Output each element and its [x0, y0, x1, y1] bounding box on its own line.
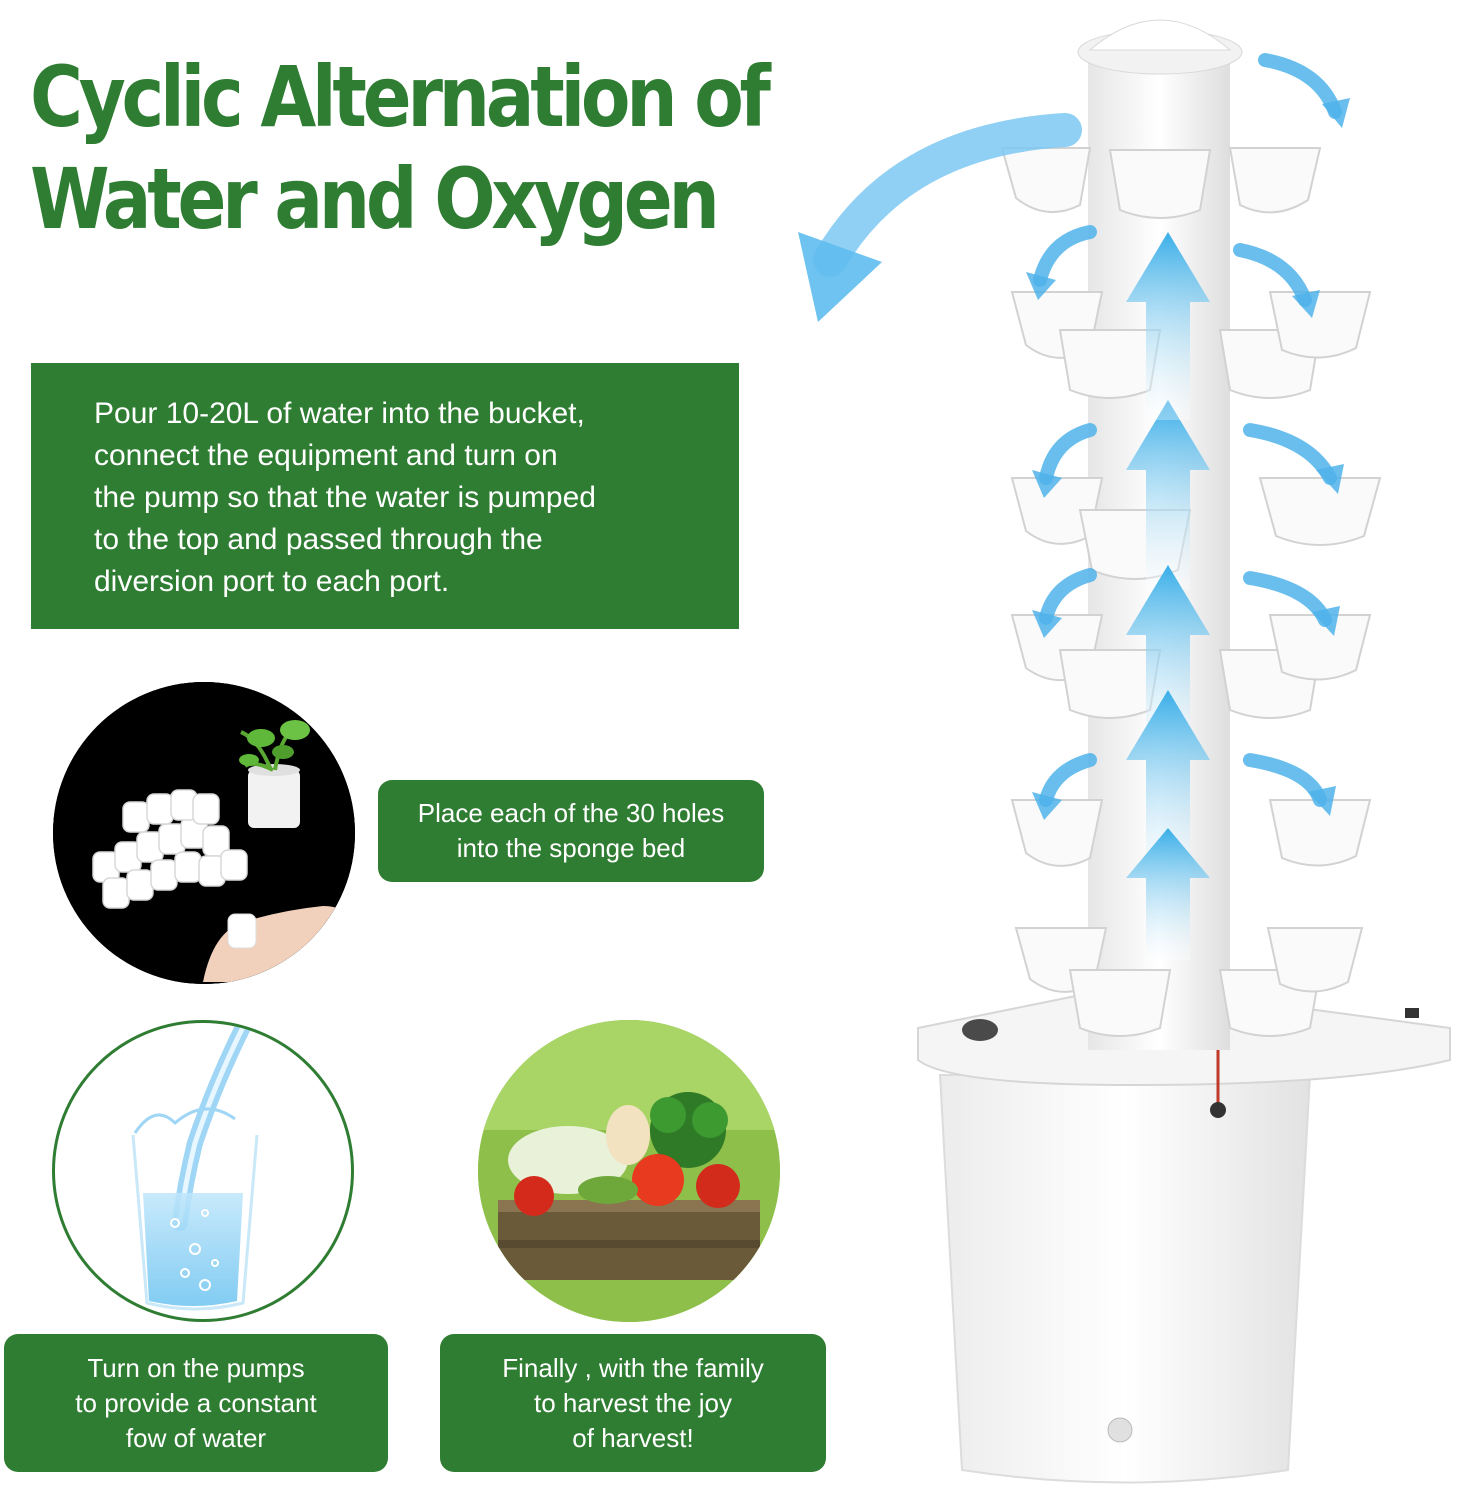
harvest-step-line: of harvest!	[572, 1422, 694, 1453]
intro-line: the pump so that the water is pumped	[94, 481, 596, 514]
hydroponic-tower-photo	[790, 0, 1460, 1500]
sponge-photo	[53, 682, 355, 984]
intro-line: Pour 10-20L of water into the bucket,	[94, 397, 585, 430]
airflow-arrow-icon	[1126, 232, 1210, 960]
sponge-step-line: into the sponge bed	[456, 833, 686, 863]
harvest-step-line: Finally , with the family	[502, 1352, 764, 1383]
water-glass-photo	[52, 1020, 354, 1322]
intro-box: Pour 10-20L of water into the bucket, co…	[31, 363, 739, 629]
headline-line-1: Cyclic Alternation of	[30, 48, 771, 146]
sponge-step-box: Place each of the 30 holes into the spon…	[378, 780, 764, 882]
sponge-step-line: Place each of the 30 holes	[417, 798, 725, 828]
harvest-step-box: Finally , with the family to harvest the…	[440, 1334, 826, 1472]
harvest-step-line: to harvest the joy	[534, 1387, 732, 1418]
pumps-step-line: Turn on the pumps	[87, 1352, 305, 1383]
intro-line: connect the equipment and turn on	[94, 439, 558, 472]
vegetables-photo	[478, 1020, 780, 1322]
pumps-step-line: to provide a constant	[75, 1387, 317, 1418]
intro-line: diversion port to each port.	[94, 565, 450, 598]
headline-line-2: Water and Oxygen	[30, 150, 720, 248]
pumps-step-box: Turn on the pumps to provide a constant …	[4, 1334, 388, 1472]
intro-line: to the top and passed through the	[94, 523, 543, 556]
headline: Cyclic Alternation of Water and Oxygen	[30, 46, 771, 250]
pumps-step-line: fow of water	[125, 1422, 267, 1453]
